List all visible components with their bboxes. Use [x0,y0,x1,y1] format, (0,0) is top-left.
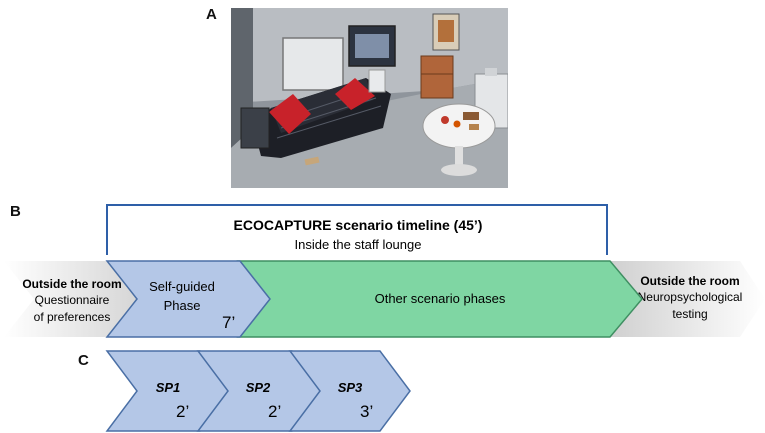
round-table [422,103,496,176]
timeline-subtitle: Inside the staff lounge [295,237,422,252]
outside-before-line2: of preferences [34,310,111,324]
outside-after-title: Outside the room [640,274,739,288]
subphase-sp3-label: SP3 [338,380,363,395]
panel-label-c: C [78,352,89,369]
whiteboard [282,37,344,91]
self-guided-line1: Self-guided [149,279,215,294]
subphase-sp1-label: SP1 [156,380,181,395]
outside-after-line1: Neuropsychological [638,290,743,304]
cushion [335,78,375,110]
self-guided-line2: Phase [164,298,201,313]
outside-before-title: Outside the room [22,277,121,291]
chair [368,69,386,93]
subphase-sp3-duration: 3’ [360,402,373,421]
timeline-diagram: ECOCAPTURE scenario timeline (45’) Insid… [4,204,765,432]
subphase-sp2-duration: 2’ [268,402,281,421]
staff-lounge-photo [231,8,508,188]
panel-label-b: B [10,203,21,220]
cushion [269,94,311,134]
subphase-sp2-label: SP2 [246,380,271,395]
outside-after-arrow [608,261,765,337]
panel-label-a: A [206,6,217,23]
outside-after-line2: testing [672,307,707,321]
subphase-sp3-arrow [288,350,411,432]
other-phases-label: Other scenario phases [375,291,506,306]
self-guided-phase-arrow [105,260,271,338]
outside-before-arrow [4,261,160,337]
timeline-bracket [106,204,608,255]
chair [240,107,270,149]
poster [432,13,460,51]
magazine [304,156,320,166]
timeline-title: ECOCAPTURE scenario timeline (45’) [234,217,483,233]
outside-before-line1: Questionnaire [35,293,110,307]
cabinet [420,55,454,99]
self-guided-duration: 7’ [222,313,235,332]
subphase-sp1-duration: 2’ [176,402,189,421]
wall-painting [348,25,396,67]
